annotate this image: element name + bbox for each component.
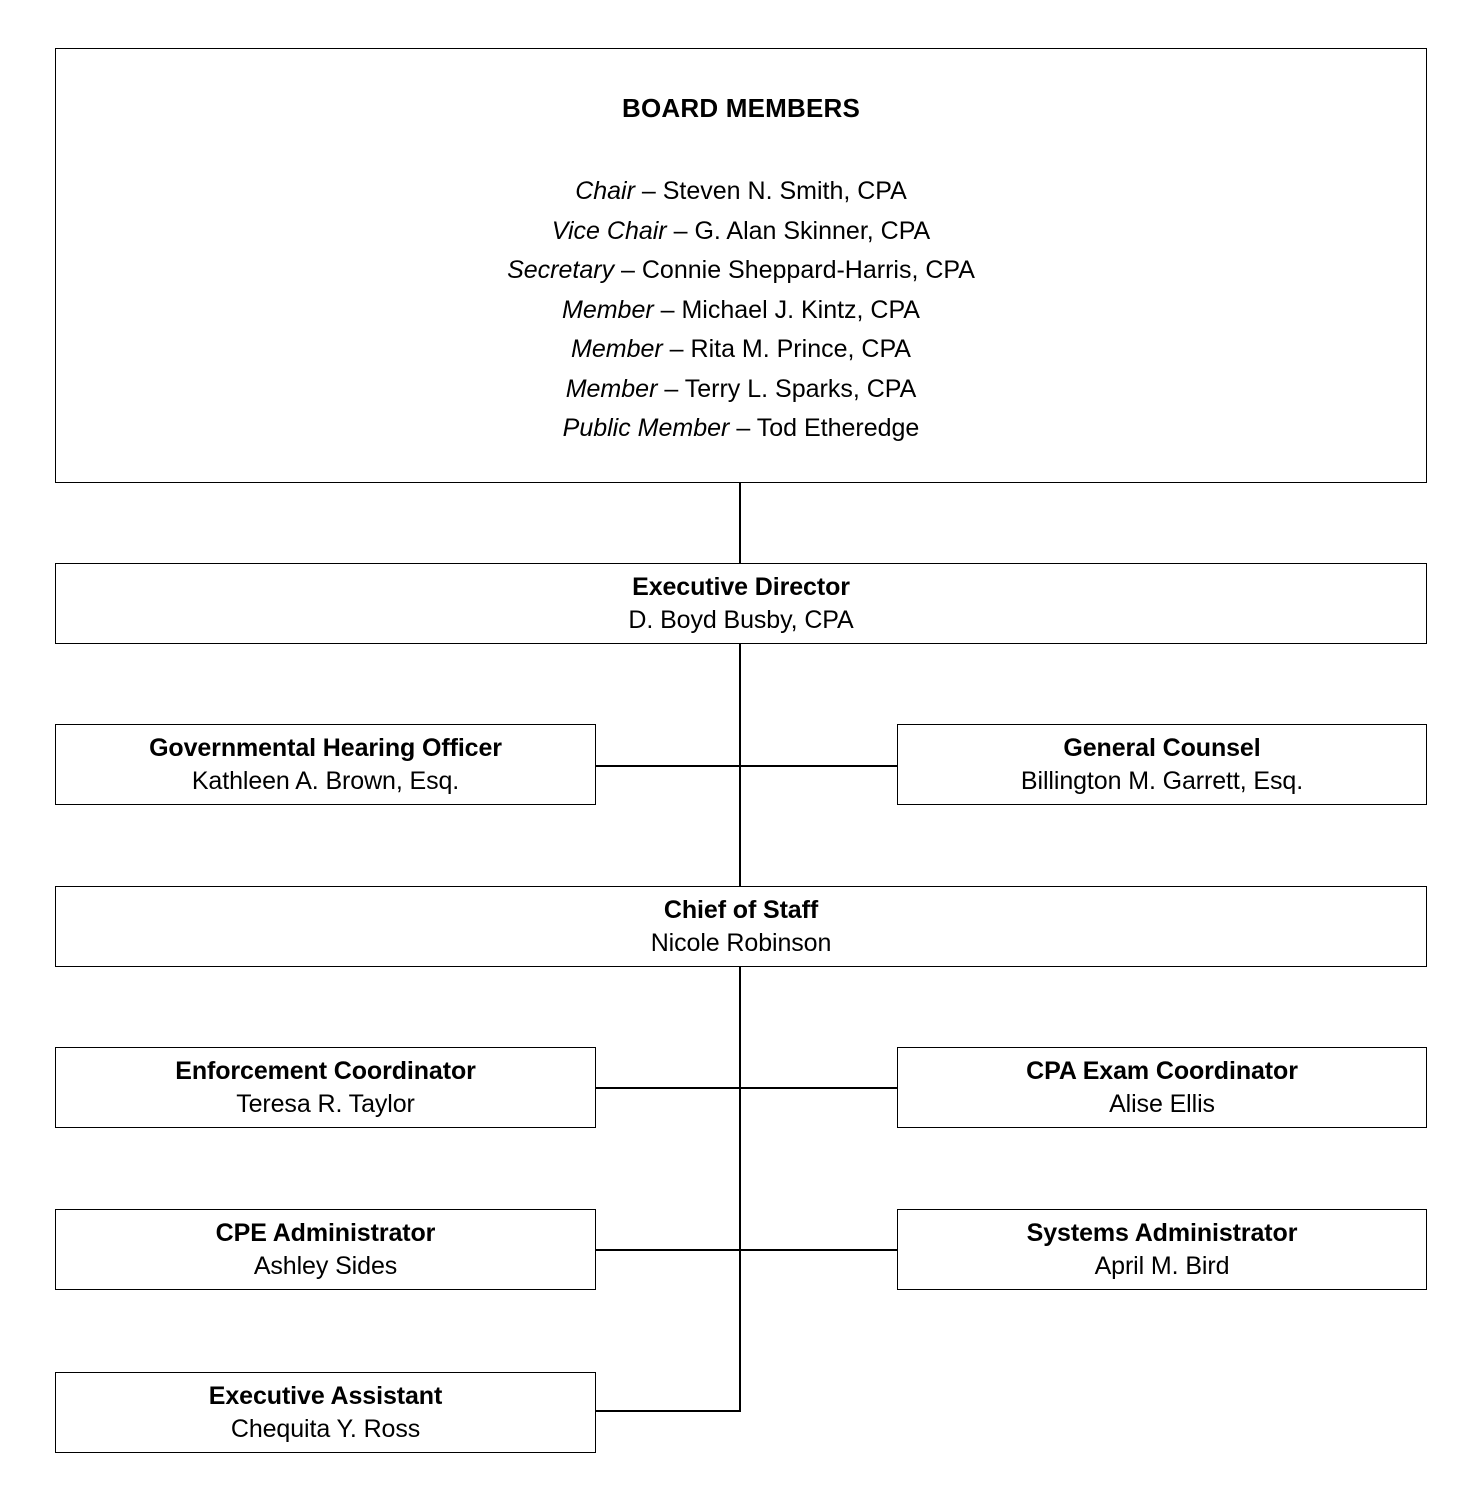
node-person: Nicole Robinson [650,928,832,957]
node-title: Executive Director [632,572,850,601]
board-member-dash: – [614,256,642,284]
node-cpa-exam-coordinator: CPA Exam Coordinator Alise Ellis [897,1047,1427,1128]
board-member-name: Steven N. Smith, CPA [662,177,907,205]
board-member-dash: – [653,295,682,324]
connector-board-to-executive-director [739,483,741,564]
connector-to-executive-assistant [595,1410,741,1412]
node-executive-assistant: Executive Assistant Chequita Y. Ross [55,1372,596,1453]
node-person: April M. Bird [1094,1251,1230,1280]
connector-to-general-counsel [739,765,898,767]
node-person: Kathleen A. Brown, Esq. [191,766,460,795]
board-member-role: Member [565,374,658,403]
node-general-counsel: General Counsel Billington M. Garrett, E… [897,724,1427,805]
board-member-name: Rita M. Prince, CPA [690,335,911,363]
node-title: Chief of Staff [663,895,819,924]
board-member-role: Vice Chair [551,216,667,245]
node-person: Chequita Y. Ross [230,1414,421,1443]
board-member-row: Member – Michael J. Kintz, CPA [562,291,920,331]
node-executive-director: Executive Director D. Boyd Busby, CPA [55,563,1427,644]
board-member-role: Member [562,295,654,324]
board-member-name: Terry L. Sparks, CPA [684,374,917,403]
node-person: Ashley Sides [253,1251,398,1280]
board-member-row: Member – Terry L. Sparks, CPA [566,370,917,410]
board-member-dash: – [662,335,691,363]
board-member-row: Chair – Steven N. Smith, CPA [575,172,907,212]
node-title: CPA Exam Coordinator [1026,1056,1298,1085]
node-title: Executive Assistant [208,1381,443,1410]
board-member-role: Member [571,335,663,363]
board-member-dash: – [729,414,757,442]
node-person: Billington M. Garrett, Esq. [1020,766,1304,795]
board-member-role: Secretary [507,256,615,284]
node-cpe-administrator: CPE Administrator Ashley Sides [55,1209,596,1290]
board-member-dash: – [666,216,695,245]
board-member-row: Vice Chair – G. Alan Skinner, CPA [552,212,930,252]
board-member-name: Connie Sheppard-Harris, CPA [641,256,975,284]
connector-to-systems-administrator [739,1249,898,1251]
connector-to-governmental-hearing-officer [595,765,741,767]
connector-to-cpe-administrator [595,1249,741,1251]
board-member-role: Chair [575,177,635,205]
board-member-name: Michael J. Kintz, CPA [681,295,920,324]
node-enforcement-coordinator: Enforcement Coordinator Teresa R. Taylor [55,1047,596,1128]
board-member-name: Tod Etheredge [756,414,920,442]
node-title: Systems Administrator [1026,1218,1298,1247]
connector-to-enforcement-coordinator [595,1087,741,1089]
node-title: Governmental Hearing Officer [149,733,502,762]
node-person: D. Boyd Busby, CPA [628,605,854,634]
node-title: General Counsel [1063,733,1261,762]
node-person: Teresa R. Taylor [236,1089,415,1118]
node-chief-of-staff: Chief of Staff Nicole Robinson [55,886,1427,967]
board-members-box: BOARD MEMBERS Chair – Steven N. Smith, C… [55,48,1427,483]
board-member-dash: – [657,374,685,403]
board-members-heading: BOARD MEMBERS [621,93,861,123]
connector-to-cpa-exam-coordinator [739,1087,898,1089]
connector-executive-director-spine [739,643,741,767]
node-systems-administrator: Systems Administrator April M. Bird [897,1209,1427,1290]
connector-spine-to-chief-of-staff [739,765,741,887]
board-member-row: Secretary – Connie Sheppard-Harris, CPA [507,251,975,291]
board-member-name: G. Alan Skinner, CPA [694,216,931,245]
node-title: CPE Administrator [215,1218,436,1247]
node-governmental-hearing-officer: Governmental Hearing Officer Kathleen A.… [55,724,596,805]
node-title: Enforcement Coordinator [175,1056,476,1085]
node-person: Alise Ellis [1109,1089,1215,1118]
connector-chief-of-staff-spine [739,966,741,1411]
board-member-dash: – [634,177,663,205]
board-member-row: Public Member – Tod Etheredge [563,409,920,449]
board-member-row: Member – Rita M. Prince, CPA [571,330,911,370]
board-member-role: Public Member [562,414,730,442]
